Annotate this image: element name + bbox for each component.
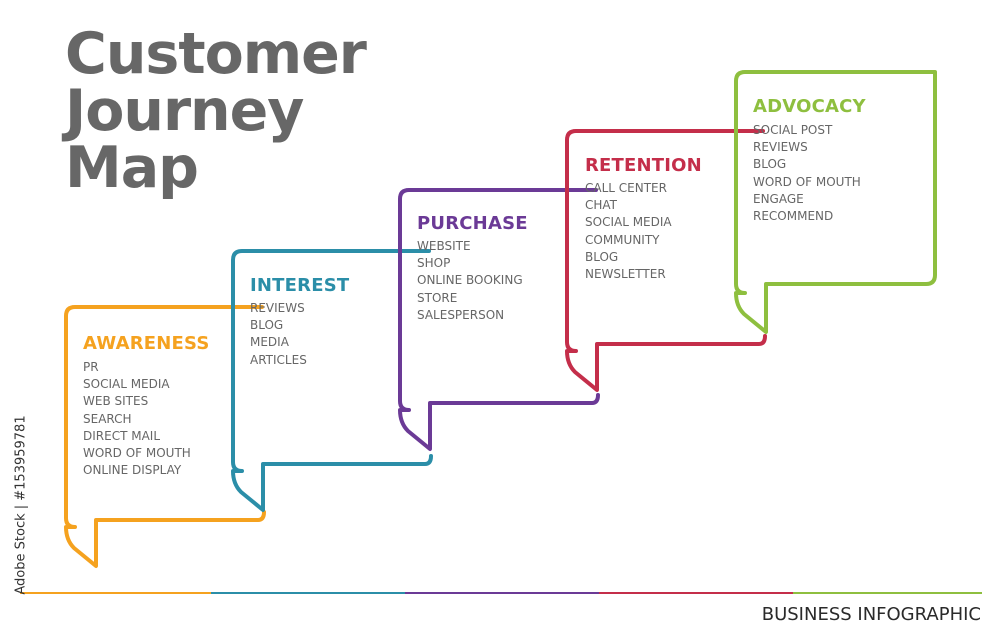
list-item: RECOMMEND — [753, 209, 834, 224]
list-item: DIRECT MAIL — [83, 428, 161, 443]
list-item: BLOG — [753, 157, 787, 172]
list-item: COMMUNITY — [585, 232, 660, 247]
list-item: SOCIAL MEDIA — [83, 377, 170, 392]
list-item: SOCIAL MEDIA — [585, 215, 672, 230]
list-item: ONLINE BOOKING — [417, 273, 523, 288]
list-item: WORD OF MOUTH — [753, 174, 861, 189]
advocacy-list: SOCIAL POST REVIEWS BLOG WORD OF MOUTH E… — [753, 122, 861, 225]
stock-credit: Adobe Stock | #153959781 — [4, 400, 38, 610]
list-item: BLOG — [585, 249, 619, 264]
purchase-list: WEBSITE SHOP ONLINE BOOKING STORE SALESP… — [417, 238, 523, 324]
stock-credit-text: Adobe Stock | #153959781 — [13, 415, 29, 595]
list-item: SALESPERSON — [417, 307, 505, 322]
list-item: SEARCH — [83, 411, 132, 426]
footer-caption: BUSINESS INFOGRAPHIC — [761, 604, 981, 625]
list-item: REVIEWS — [250, 301, 305, 315]
list-item: CHAT — [585, 198, 618, 213]
list-item: SHOP — [417, 256, 451, 271]
advocacy-heading: ADVOCACY — [753, 96, 866, 117]
list-item: ARTICLES — [250, 352, 307, 367]
interest-list: REVIEWS BLOG MEDIA ARTICLES — [250, 300, 307, 369]
awareness-box — [64, 305, 266, 568]
list-item: SOCIAL POST — [753, 123, 833, 137]
list-item: WORD OF MOUTH — [83, 446, 191, 461]
title-line-3: Map — [65, 135, 199, 201]
advocacy-box — [734, 70, 937, 334]
divider-segment-advocacy — [793, 592, 982, 594]
retention-list: CALL CENTER CHAT SOCIAL MEDIA COMMUNITY … — [585, 180, 672, 283]
divider-segment-retention — [599, 592, 793, 594]
list-item: ONLINE DISPLAY — [83, 463, 182, 478]
title-line-1: Customer — [65, 21, 367, 87]
list-item: WEB SITES — [83, 394, 149, 409]
interest-box — [231, 249, 433, 512]
divider-segment-interest — [211, 592, 405, 594]
awareness-heading: AWARENESS — [83, 333, 210, 354]
list-item: WEBSITE — [417, 239, 471, 253]
interest-heading: INTEREST — [250, 275, 350, 296]
purchase-heading: PURCHASE — [417, 213, 528, 234]
retention-heading: RETENTION — [585, 155, 702, 176]
list-item: ENGAGE — [753, 191, 804, 206]
purchase-box — [398, 188, 600, 451]
list-item: BLOG — [250, 318, 284, 333]
title-line-2: Journey — [65, 78, 304, 144]
list-item: PR — [83, 360, 99, 374]
retention-box — [565, 129, 767, 392]
list-item: CALL CENTER — [585, 181, 667, 195]
list-item: MEDIA — [250, 335, 289, 350]
list-item: NEWSLETTER — [585, 267, 666, 282]
page-title: Customer Journey Map — [65, 21, 367, 201]
list-item: REVIEWS — [753, 140, 808, 155]
divider-segment-purchase — [405, 592, 599, 594]
divider-segment-awareness — [20, 592, 211, 594]
list-item: STORE — [417, 290, 458, 305]
awareness-list: PR SOCIAL MEDIA WEB SITES SEARCH DIRECT … — [83, 359, 191, 479]
